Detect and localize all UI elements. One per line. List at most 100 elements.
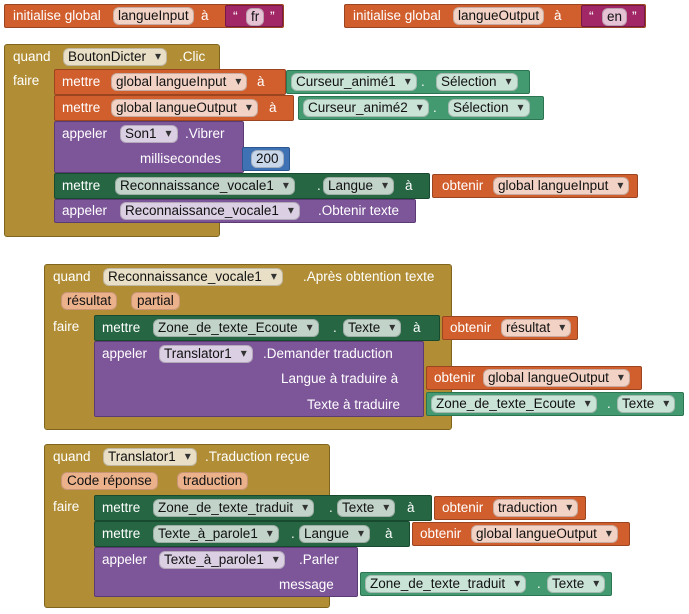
mettre-keyword: mettre bbox=[62, 74, 101, 89]
obtenir-keyword: obtenir bbox=[420, 526, 462, 541]
call-son1-vibrer[interactable]: appeler Son1 .Vibrer millisecondes bbox=[54, 121, 244, 173]
property-dropdown[interactable]: Sélection bbox=[436, 73, 518, 91]
number-block[interactable]: 200 bbox=[242, 147, 290, 171]
faire-keyword: faire bbox=[53, 499, 80, 514]
variable-dropdown[interactable]: global langueInput bbox=[111, 73, 248, 91]
dot: . bbox=[607, 396, 611, 411]
global-keyword: initialise global bbox=[353, 8, 441, 23]
component-dropdown[interactable]: BoutonDicter bbox=[63, 48, 168, 66]
property-dropdown[interactable]: Texte bbox=[547, 575, 606, 593]
dot: . bbox=[291, 526, 295, 541]
component-dropdown[interactable]: Reconnaissance_vocale1 bbox=[103, 268, 283, 286]
dot: . bbox=[317, 178, 321, 193]
component-dropdown[interactable]: Reconnaissance_vocale1 bbox=[115, 177, 295, 195]
quand-keyword: quand bbox=[53, 449, 91, 464]
quote-open: “ bbox=[589, 8, 594, 24]
arrow-label: à bbox=[257, 74, 265, 89]
property-dropdown[interactable]: Sélection bbox=[448, 99, 530, 117]
get-zone-traduit-texte[interactable]: Zone_de_texte_traduit . Texte bbox=[360, 572, 612, 596]
global-arrow: à bbox=[201, 8, 209, 23]
arg-label-langue: Langue à traduire à bbox=[281, 371, 399, 386]
component-dropdown[interactable]: Son1 bbox=[120, 125, 178, 143]
event-name: .Après obtention texte bbox=[303, 269, 435, 284]
component-dropdown[interactable]: Curseur_animé2 bbox=[303, 99, 429, 117]
component-dropdown[interactable]: Translator1 bbox=[159, 345, 253, 363]
variable-dropdown[interactable]: global langueOutput bbox=[111, 99, 258, 117]
variable-dropdown[interactable]: résultat bbox=[501, 319, 572, 337]
method-name: .Obtenir texte bbox=[318, 203, 400, 218]
variable-dropdown[interactable]: global langueOutput bbox=[471, 525, 618, 543]
get-global-langueOutput[interactable]: obtenir global langueOutput bbox=[426, 366, 642, 390]
component-dropdown[interactable]: Zone_de_texte_traduit bbox=[365, 575, 527, 593]
arrow-label: à bbox=[407, 500, 415, 515]
param-partial[interactable]: partial bbox=[131, 292, 180, 310]
component-dropdown[interactable]: Curseur_animé1 bbox=[291, 73, 417, 91]
string-block-fr[interactable]: “ fr ” bbox=[225, 5, 283, 27]
property-dropdown[interactable]: Langue bbox=[323, 177, 395, 195]
number-value[interactable]: 200 bbox=[251, 150, 284, 168]
component-dropdown[interactable]: Texte_à_parole1 bbox=[153, 525, 279, 543]
component-dropdown[interactable]: Reconnaissance_vocale1 bbox=[120, 202, 300, 220]
set-zone-traduit-texte[interactable]: mettre Zone_de_texte_traduit . Texte à bbox=[94, 495, 432, 521]
quand-keyword: quand bbox=[53, 269, 91, 284]
param-traduction[interactable]: traduction bbox=[177, 472, 249, 490]
get-global-langueInput[interactable]: obtenir global langueInput bbox=[432, 174, 638, 198]
mettre-keyword: mettre bbox=[102, 526, 141, 541]
get-global-langueOutput-2[interactable]: obtenir global langueOutput bbox=[412, 522, 630, 546]
dot: . bbox=[333, 320, 337, 335]
property-dropdown[interactable]: Langue bbox=[299, 525, 371, 543]
component-dropdown[interactable]: Zone_de_texte_traduit bbox=[153, 499, 315, 517]
global-name-langueInput[interactable]: langueInput bbox=[113, 7, 194, 25]
variable-dropdown[interactable]: global langueOutput bbox=[483, 369, 630, 387]
set-zone-ecoute-texte[interactable]: mettre Zone_de_texte_Ecoute . Texte à bbox=[94, 315, 440, 341]
get-zone-ecoute-texte[interactable]: Zone_de_texte_Ecoute . Texte bbox=[426, 392, 684, 416]
dot: . bbox=[537, 576, 541, 591]
string-value-en[interactable]: en bbox=[602, 8, 628, 26]
component-dropdown[interactable]: Zone_de_texte_Ecoute bbox=[431, 395, 597, 413]
set-texte-parole-langue[interactable]: mettre Texte_à_parole1 . Langue à bbox=[94, 521, 410, 547]
method-name: .Vibrer bbox=[185, 126, 225, 141]
property-dropdown[interactable]: Texte bbox=[337, 499, 396, 517]
mettre-keyword: mettre bbox=[62, 100, 101, 115]
global-init-langueInput[interactable]: initialise global langueInput à “ fr ” bbox=[4, 4, 284, 28]
appeler-keyword: appeler bbox=[102, 346, 148, 361]
arrow-label: à bbox=[385, 526, 393, 541]
param-resultat[interactable]: résultat bbox=[61, 292, 118, 310]
arg-label-message: message bbox=[279, 577, 334, 592]
get-curseur-anime1[interactable]: Curseur_animé1 . Sélection bbox=[286, 70, 530, 94]
set-reconnaissance-langue[interactable]: mettre Reconnaissance_vocale1 . Langue à bbox=[54, 173, 430, 199]
variable-dropdown[interactable]: traduction bbox=[493, 499, 579, 517]
string-value-fr[interactable]: fr bbox=[246, 8, 265, 26]
event-name: .Clic bbox=[179, 49, 206, 64]
get-resultat[interactable]: obtenir résultat bbox=[442, 316, 578, 340]
quand-keyword: quand bbox=[13, 49, 51, 64]
variable-dropdown[interactable]: global langueInput bbox=[493, 177, 630, 195]
component-dropdown[interactable]: Zone_de_texte_Ecoute bbox=[153, 319, 319, 337]
param-label: millisecondes bbox=[140, 151, 222, 166]
set-global-langueOutput[interactable]: mettre global langueOutput à bbox=[54, 95, 294, 121]
get-traduction[interactable]: obtenir traduction bbox=[434, 496, 586, 520]
appeler-keyword: appeler bbox=[62, 126, 108, 141]
appeler-keyword: appeler bbox=[102, 552, 148, 567]
param-code-reponse[interactable]: Code réponse bbox=[61, 472, 158, 490]
call-texte-parole-parler[interactable]: appeler Texte_à_parole1 .Parler message bbox=[94, 547, 358, 597]
dot: . bbox=[433, 100, 437, 115]
property-dropdown[interactable]: Texte bbox=[343, 319, 402, 337]
set-global-langueInput[interactable]: mettre global langueInput à bbox=[54, 69, 286, 95]
component-dropdown[interactable]: Texte_à_parole1 bbox=[159, 551, 285, 569]
get-curseur-anime2[interactable]: Curseur_animé2 . Sélection bbox=[298, 96, 544, 120]
arrow-label: à bbox=[269, 100, 277, 115]
quote-close: ” bbox=[632, 8, 637, 24]
global-arrow: à bbox=[554, 8, 562, 23]
property-dropdown[interactable]: Texte bbox=[617, 395, 676, 413]
call-reconnaissance-obtenir-texte[interactable]: appeler Reconnaissance_vocale1 .Obtenir … bbox=[54, 199, 416, 223]
method-name: .Demander traduction bbox=[263, 346, 393, 361]
obtenir-keyword: obtenir bbox=[442, 178, 484, 193]
arrow-label: à bbox=[405, 178, 413, 193]
global-name-langueOutput[interactable]: langueOutput bbox=[453, 7, 545, 25]
mettre-keyword: mettre bbox=[102, 320, 141, 335]
string-block-en[interactable]: “ en ” bbox=[581, 5, 645, 27]
component-dropdown[interactable]: Translator1 bbox=[103, 448, 197, 466]
global-init-langueOutput[interactable]: initialise global langueOutput à “ en ” bbox=[344, 4, 646, 28]
call-translator-demander[interactable]: appeler Translator1 .Demander traduction… bbox=[94, 341, 424, 417]
